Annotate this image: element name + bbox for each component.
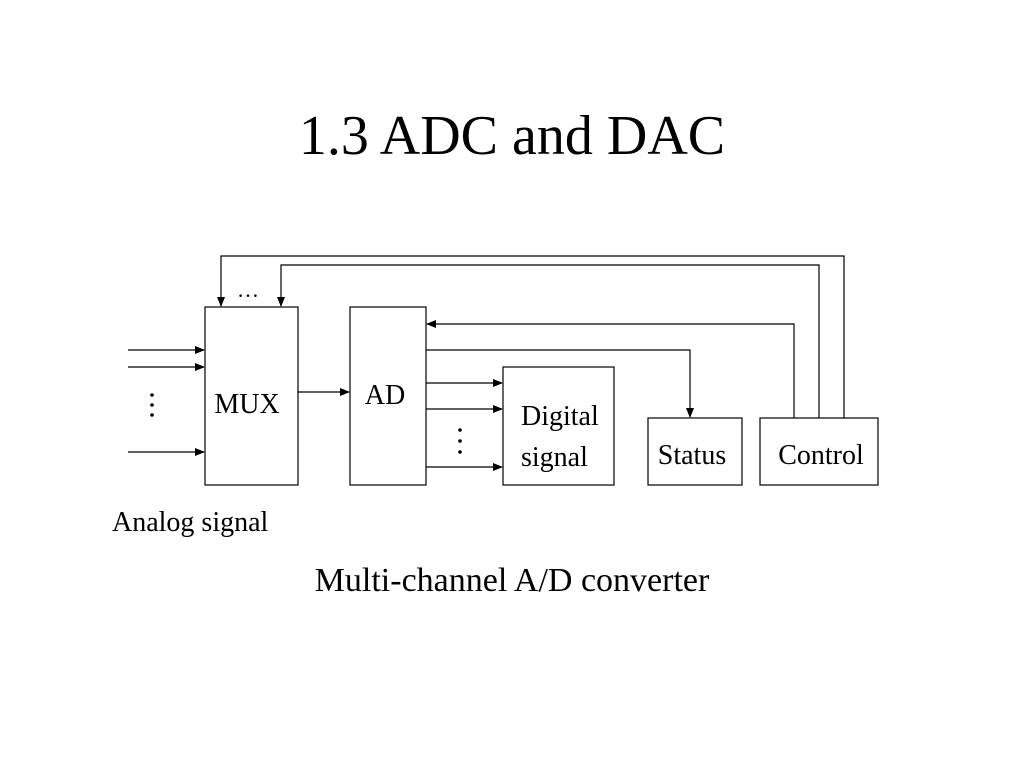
analog-signal-label: Analog signal [112,507,269,538]
vertical-ellipsis-outputs [458,428,462,454]
diagram-caption: Multi-channel A/D converter [315,562,710,599]
control-label: Control [778,440,864,471]
horizontal-ellipsis: … [237,277,259,302]
mux-block [204,306,299,486]
control-to-mux-arrow [277,264,820,418]
ad-block [349,306,427,486]
digital-signal-label-line1: Digital [521,401,599,432]
status-label: Status [658,440,726,471]
vertical-ellipsis-inputs [150,393,154,417]
ad-label: AD [365,380,405,411]
ad-to-status-arrow [426,349,694,418]
status-block [647,417,743,486]
slide-title: 1.3 ADC and DAC [298,105,726,167]
digital-signal-block [502,366,615,486]
control-to-mux-arrow [217,255,845,418]
control-to-ad-arrow [426,320,795,418]
mux-label: MUX [214,389,279,420]
digital-signal-label-line2: signal [521,442,588,473]
control-block [759,417,879,486]
